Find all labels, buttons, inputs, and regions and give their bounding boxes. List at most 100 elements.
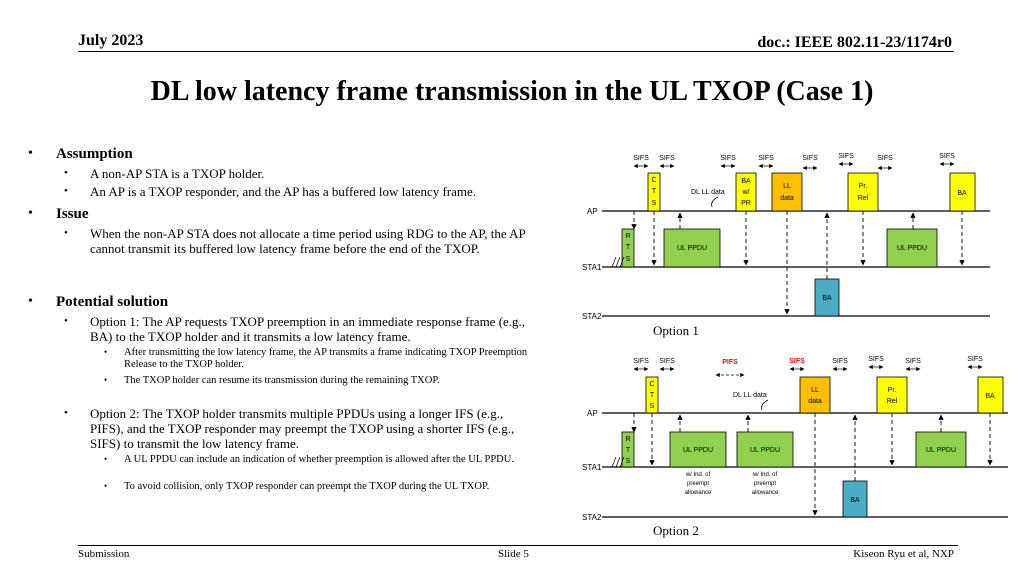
footer-slide-number: Slide 5 bbox=[498, 548, 529, 560]
ba-pr-line: PR bbox=[741, 200, 751, 207]
ifs-labels: SIFS SIFS PIFS SIFS SIFS SIFS SIFS SIFS bbox=[633, 356, 983, 366]
header-doc-id: doc.: IEEE 802.11-23/1174r0 bbox=[757, 34, 952, 51]
pr-rel-frame bbox=[876, 376, 908, 414]
ifs-label: SIFS bbox=[868, 356, 884, 363]
option1-sub: The TXOP holder can resume its transmiss… bbox=[124, 375, 440, 386]
ifs-label: SIFS bbox=[659, 155, 675, 162]
preempt-note-line: allowance bbox=[752, 490, 779, 496]
cts-letter: C bbox=[651, 177, 656, 184]
ul-ppdu-frame bbox=[915, 431, 967, 468]
preempt-note-line: allowance bbox=[685, 490, 712, 496]
rts-letter: R bbox=[625, 436, 630, 443]
ifs-label: SIFS bbox=[838, 153, 854, 160]
diagram-option1: AP STA1 STA2 R T S C T S UL PPDU DL LL d… bbox=[582, 153, 990, 321]
ul-ppdu-label: UL PPDU bbox=[897, 245, 927, 252]
ifs-label: SIFS bbox=[633, 155, 649, 162]
issue-heading: Issue bbox=[56, 206, 89, 222]
rts-frame bbox=[621, 431, 635, 468]
hatch-icon bbox=[611, 456, 625, 468]
ba-label: BA bbox=[985, 393, 995, 400]
ll-data-frame bbox=[771, 172, 803, 212]
cts-letter: S bbox=[650, 403, 655, 410]
preempt-note-line: preempt bbox=[754, 481, 776, 487]
assumption-heading: Assumption bbox=[56, 146, 133, 162]
preempt-note-line: w/ Ind. of bbox=[752, 472, 778, 478]
header-divider bbox=[78, 51, 954, 52]
ifs-label: SIFS bbox=[633, 358, 649, 365]
ifs-label: SIFS bbox=[659, 358, 675, 365]
option1-sub: After transmitting the low latency frame… bbox=[124, 347, 528, 371]
ifs-label: SIFS bbox=[720, 155, 736, 162]
ba-sta2-frame bbox=[814, 278, 840, 317]
ba-sta2-label: BA bbox=[822, 295, 832, 302]
ifs-labels: SIFS SIFS SIFS SIFS SIFS SIFS SIFS SIFS bbox=[633, 153, 955, 162]
ul-ppdu-frame bbox=[669, 431, 727, 468]
diagram-option2: AP STA1 STA2 R T S C T S UL PPDU UL PPDU… bbox=[582, 356, 1008, 522]
ll-data-line: data bbox=[808, 398, 822, 405]
ba-frame bbox=[977, 376, 1004, 414]
ifs-label: SIFS bbox=[802, 155, 818, 162]
rts-letter: T bbox=[626, 244, 631, 251]
pr-rel-line: Pr. bbox=[859, 183, 868, 190]
pr-rel-line: Rel bbox=[887, 398, 898, 405]
dl-ll-data-label: DL LL data bbox=[691, 189, 725, 196]
solution-heading: Potential solution bbox=[56, 294, 169, 310]
ba-pr-line: BA bbox=[741, 178, 751, 185]
ll-data-line: LL bbox=[811, 387, 819, 394]
rts-letter: S bbox=[626, 458, 631, 465]
preempt-note-line: preempt bbox=[687, 481, 709, 487]
ifs-label-pifs: PIFS bbox=[722, 359, 738, 366]
row-label-sta2: STA2 bbox=[582, 513, 602, 522]
bullet-dot: • bbox=[28, 206, 33, 221]
ul-ppdu-label: UL PPDU bbox=[926, 447, 956, 454]
ba-pr-line: w/ bbox=[742, 189, 750, 196]
issue-item: When the non-AP STA does not allocate a … bbox=[90, 226, 526, 256]
option2-sub: To avoid collision, only TXOP responder … bbox=[124, 481, 490, 492]
ll-data-line: data bbox=[780, 195, 794, 202]
row-label-sta1: STA1 bbox=[582, 463, 602, 472]
header-date: July 2023 bbox=[78, 32, 144, 49]
option2-sub: A UL PPDU can include an indication of w… bbox=[124, 454, 514, 465]
bullet-dot: • bbox=[28, 146, 33, 161]
ul-ppdu-frame bbox=[663, 228, 721, 268]
bullet-dot: • bbox=[64, 185, 68, 197]
option1-text: Option 1: The AP requests TXOP preemptio… bbox=[90, 314, 526, 344]
ifs-arrows bbox=[633, 161, 955, 171]
cts-letter: C bbox=[649, 381, 654, 388]
cts-letter: S bbox=[652, 200, 657, 207]
assumption-item: A non-AP STA is a TXOP holder. bbox=[90, 166, 265, 181]
dashed-arrows bbox=[631, 211, 965, 315]
dashed-arrows bbox=[631, 413, 993, 516]
ifs-label: SIFS bbox=[832, 358, 848, 365]
diagram2-caption: Option 2 bbox=[653, 523, 699, 538]
slide-title: DL low latency frame transmission in the… bbox=[150, 76, 874, 107]
ba-frame bbox=[949, 172, 976, 212]
assumption-item: An AP is a TXOP responder, and the AP ha… bbox=[90, 184, 477, 199]
ifs-label: SIFS bbox=[967, 356, 983, 363]
ba-sta2-frame bbox=[842, 480, 868, 518]
bullet-dot: • bbox=[64, 167, 68, 179]
hatch-icon bbox=[611, 256, 625, 268]
cts-letter: T bbox=[652, 188, 657, 195]
rts-letter: T bbox=[626, 447, 631, 454]
ifs-label-sifs-red: SIFS bbox=[789, 358, 805, 365]
pr-rel-line: Pr. bbox=[888, 387, 897, 394]
ul-ppdu-label: UL PPDU bbox=[683, 447, 713, 454]
row-label-sta2: STA2 bbox=[582, 312, 602, 321]
ifs-label: SIFS bbox=[877, 155, 893, 162]
ul-ppdu-label: UL PPDU bbox=[677, 245, 707, 252]
bullet-dot: • bbox=[104, 375, 108, 385]
ifs-label: SIFS bbox=[905, 358, 921, 365]
pr-rel-line: Rel bbox=[858, 195, 869, 202]
callout-curve bbox=[711, 196, 719, 208]
ifs-arrows bbox=[633, 364, 983, 378]
ifs-label: SIFS bbox=[758, 155, 774, 162]
footer-divider bbox=[78, 545, 958, 546]
bullet-dot: • bbox=[64, 227, 68, 239]
rts-letter: R bbox=[625, 233, 630, 240]
cts-letter: T bbox=[650, 392, 655, 399]
bullet-dot: • bbox=[64, 407, 68, 419]
callout-curve bbox=[761, 399, 769, 411]
diagram1-caption: Option 1 bbox=[653, 323, 699, 338]
